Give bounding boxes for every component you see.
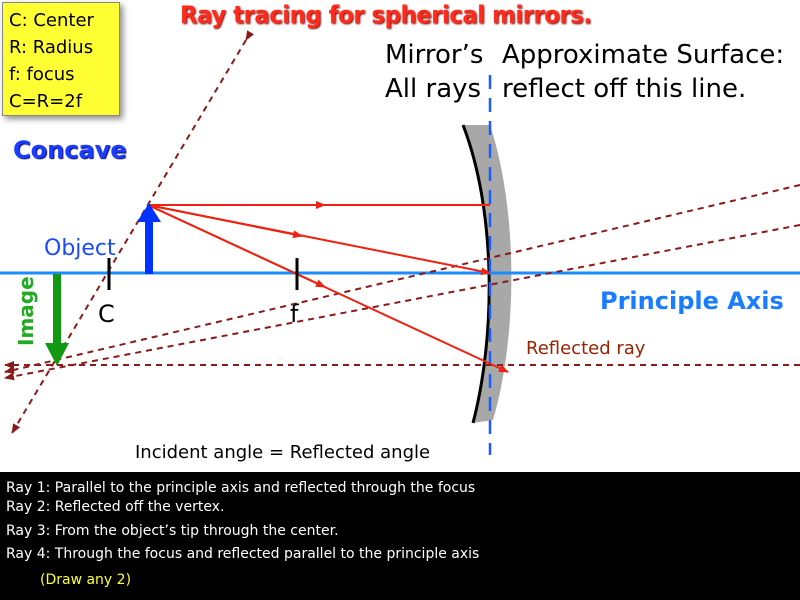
dashed-ray-reflected-down [4,184,800,374]
angle-note: Incident angle = Reflected angle [135,442,431,463]
draw-note: (Draw any 2) [40,572,132,588]
ray-rules-panel: Ray 1: Parallel to the principle axis an… [0,472,800,600]
object-arrow-head [137,203,161,222]
page-title: Ray tracing for spherical mirrors. [180,1,592,29]
ray-rule-1: Ray 1: Parallel to the principle axis an… [6,480,476,496]
mirror-note-col1-line2: All rays [385,74,482,104]
legend-box: C: Center R: Radius f: focus C=R=2f [2,2,120,116]
incident-rays [147,201,509,373]
ray-rule-2: Ray 2: Reflected off the vertex. [6,499,225,515]
center-label: C [98,300,115,328]
dashed-ray-reflected-up [4,224,800,381]
mirror-note-col2-line2: reflect off this line. [502,74,747,104]
ray-rule-4: Ray 4: Through the focus and reflected p… [6,546,480,562]
object-label: Object [44,236,116,261]
reflected-ray-label: Reflected ray [526,338,646,359]
legend-line-radius: R: Radius [9,37,94,58]
legend-line-focus: f: focus [9,64,75,85]
ray-2-arrow [147,204,303,239]
legend-line-center: C: Center [9,10,94,31]
mirror-note-col2-line1: Approximate Surface: [502,40,785,70]
concave-label: Concave [13,136,127,164]
concave-mirror [463,125,512,423]
image-label: Image [14,276,38,346]
mirror-note-col1-line1: Mirror’s [385,40,484,70]
ray-rule-3: Ray 3: From the object’s tip through the… [6,523,339,539]
principal-axis-label: Principle Axis [600,287,784,315]
image-arrow-head [45,343,69,366]
legend-line-relation: C=R=2f [9,91,83,112]
focus-label: f [290,300,299,328]
